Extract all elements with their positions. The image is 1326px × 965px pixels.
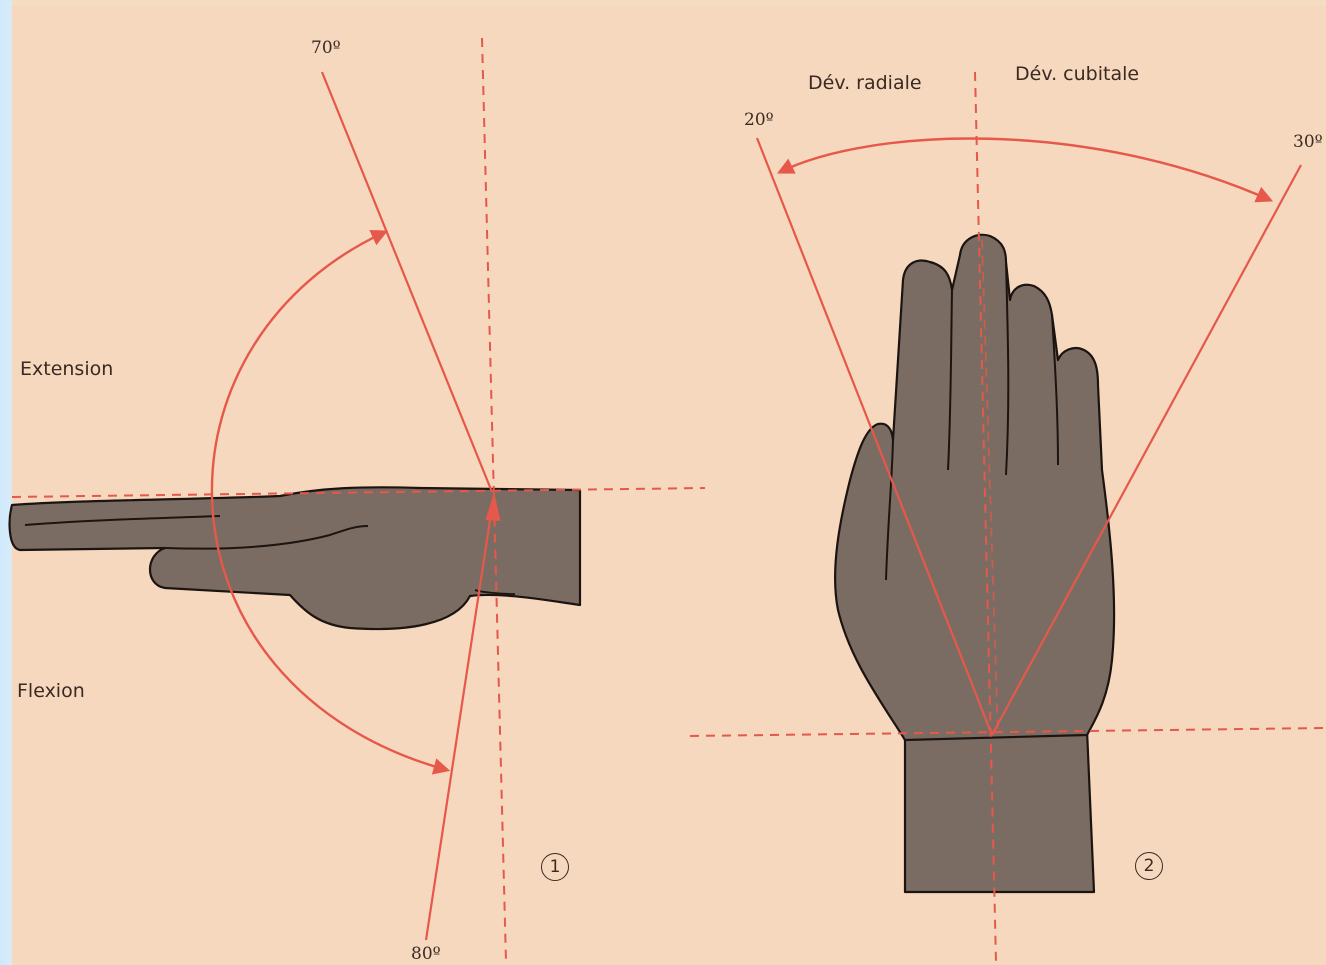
flexion-label: Flexion xyxy=(17,680,85,702)
radial-deviation-label: Dév. radiale xyxy=(808,72,922,94)
deviation-arc xyxy=(780,139,1270,200)
ulnar-deviation-label: Dév. cubitale xyxy=(1015,63,1139,85)
ulnar-angle-value: 30º xyxy=(1293,132,1323,152)
radial-angle-value: 20º xyxy=(744,110,774,130)
palm-forearm xyxy=(905,730,1094,892)
flexion-angle-value: 80º xyxy=(411,944,441,964)
figure1-side-view xyxy=(10,38,705,962)
extension-70-line xyxy=(322,72,492,492)
figure1-number-badge: 1 xyxy=(541,853,569,881)
extension-label: Extension xyxy=(20,358,113,380)
figure2-number-badge: 2 xyxy=(1135,852,1163,880)
palm-hand-silhouette xyxy=(835,235,1114,740)
figure2-palm-view xyxy=(690,72,1324,962)
extension-angle-value: 70º xyxy=(311,38,341,58)
